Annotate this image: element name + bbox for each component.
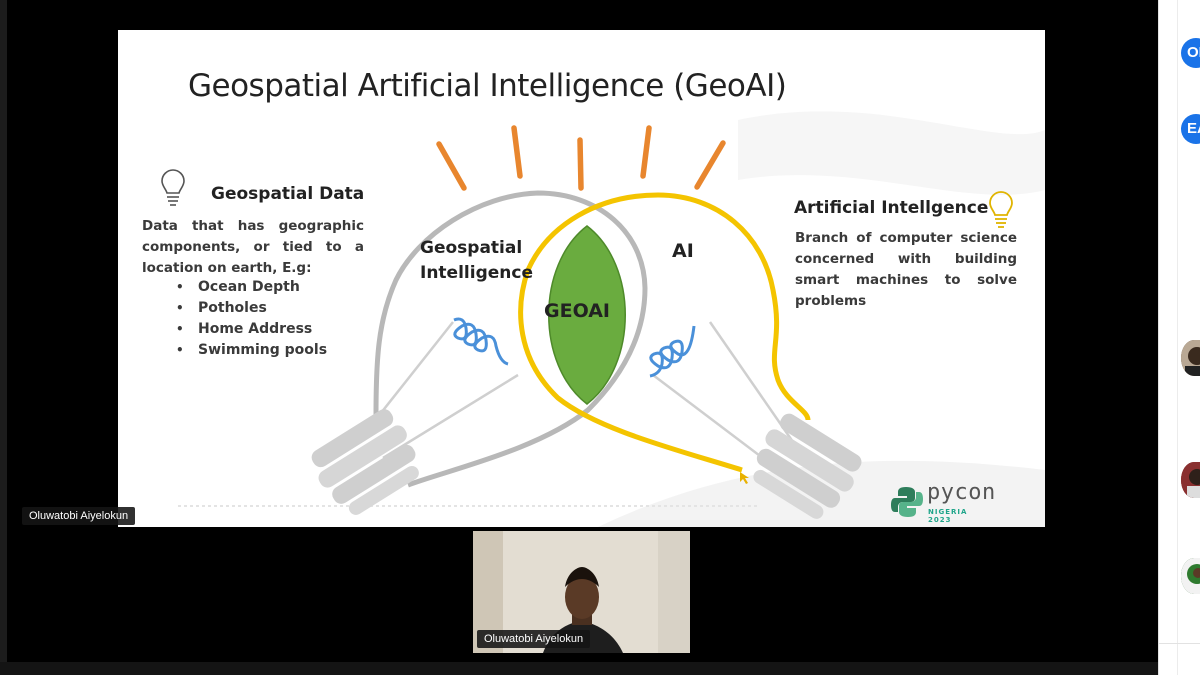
participant-photo[interactable] (1181, 340, 1200, 376)
ray-2 (511, 125, 523, 179)
participant-photo[interactable] (1181, 558, 1200, 594)
light-rays (436, 125, 726, 191)
ai-description: Branch of computer science concerned wit… (795, 230, 1017, 309)
lightbulb-yellow-icon (989, 191, 1013, 228)
ai-bulb-base (753, 413, 862, 519)
ray-4 (640, 125, 652, 179)
list-item: •Home Address (176, 321, 313, 337)
geospatial-examples-list: •Ocean Depth •Potholes •Home Address •Sw… (176, 277, 327, 361)
participant-photo[interactable] (1181, 462, 1200, 498)
geospatial-bulb-outline (373, 190, 648, 488)
ai-heading: Artificial Intellgence (794, 198, 989, 218)
geospatial-data-heading: Geospatial Data (211, 184, 365, 204)
sidebar-divider (1177, 0, 1178, 675)
participants-sidebar: OI EA (1158, 0, 1200, 675)
sidebar-bottom-divider (1158, 643, 1200, 644)
ray-1 (436, 141, 467, 191)
stage-bottom-bar (0, 662, 1158, 675)
participant-avatar[interactable]: OI (1181, 38, 1200, 68)
python-logo-icon (891, 487, 923, 517)
ray-5 (694, 140, 726, 190)
lightbulb-outline-icon (161, 169, 185, 206)
participant-photo-image (1181, 340, 1200, 376)
shared-slide: Geospatial Artificial Intelligence (GeoA… (118, 30, 1045, 527)
ai-bulb-stem (652, 321, 795, 463)
venn-right-label: AI (672, 240, 694, 262)
geospatial-filament (453, 317, 509, 366)
ray-3 (577, 137, 584, 191)
presenter-video-tile[interactable]: Oluwatobi Aiyelokun (473, 531, 690, 653)
pycon-subtitle: NIGERIA 2023 (928, 508, 968, 524)
cursor-pointer (740, 472, 749, 484)
venn-center-label: GEOAI (544, 300, 610, 322)
background-swoosh-top (738, 111, 1045, 195)
pycon-logo: pycon NIGERIA 2023 (891, 480, 996, 524)
slide-title: Geospatial Artificial Intelligence (GeoA… (188, 68, 787, 104)
geospatial-data-description: Data that has geographic components, or … (142, 218, 364, 276)
geoai-intersection (548, 225, 626, 405)
ai-filament (649, 325, 696, 378)
pycon-wordmark: pycon (927, 480, 996, 505)
participant-avatar[interactable]: EA (1181, 114, 1200, 144)
presenter-name-tag: Oluwatobi Aiyelokun (22, 507, 136, 525)
camera-name-tag: Oluwatobi Aiyelokun (477, 630, 591, 648)
meeting-stage: Geospatial Artificial Intelligence (GeoA… (0, 0, 1158, 675)
ai-bulb-outline (518, 192, 811, 473)
venn-left-label: Geospatial Intelligence (420, 238, 533, 283)
list-item: •Potholes (176, 300, 267, 316)
participant-photo-image (1181, 462, 1200, 498)
list-item: •Ocean Depth (176, 279, 300, 295)
geospatial-bulb-base (311, 409, 419, 515)
participant-photo-image (1181, 558, 1200, 594)
stage-edge (0, 0, 7, 675)
slide-illustration (161, 111, 1045, 527)
list-item: •Swimming pools (176, 342, 328, 358)
